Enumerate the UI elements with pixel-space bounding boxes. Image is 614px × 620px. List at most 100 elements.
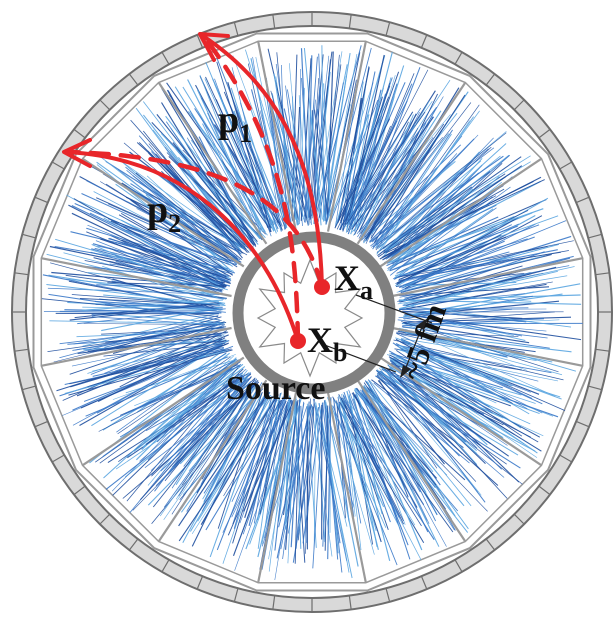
particle-track (182, 392, 263, 544)
particle-track (156, 359, 238, 443)
particle-track (291, 54, 298, 219)
particle-track (386, 368, 486, 464)
particle-track (389, 354, 541, 438)
particle-track (292, 96, 296, 220)
ring-cell-divider (272, 14, 276, 29)
particle-track (300, 405, 307, 543)
scale-arrow-line (404, 326, 423, 371)
scale-line-top (355, 294, 433, 324)
ring-cell-divider (485, 538, 496, 551)
particle-track (366, 386, 488, 512)
particle-track (209, 117, 280, 228)
label-xb: Xb (307, 320, 347, 367)
particle-track (69, 302, 221, 321)
particle-track (270, 110, 292, 223)
ring-cell-divider (128, 538, 139, 551)
particle-track (353, 126, 423, 236)
particle-track (325, 401, 359, 567)
particle-track (233, 395, 273, 529)
ring-cell-divider (22, 385, 36, 391)
ring-cell-divider (595, 348, 610, 352)
particle-track (163, 387, 256, 520)
particle-track (369, 162, 451, 243)
ring-cell-divider (14, 272, 29, 276)
particle-track (117, 356, 231, 435)
ring-cell-divider (233, 22, 239, 36)
particle-track (401, 339, 540, 395)
particle-track (394, 207, 497, 280)
particle-track (371, 134, 479, 248)
particle-track (70, 339, 227, 388)
particle-track (403, 319, 560, 328)
particle-track (126, 186, 238, 259)
particle-track (94, 300, 224, 310)
particle-track (378, 160, 482, 249)
particle-track (49, 320, 224, 325)
particle-track (161, 170, 244, 254)
particle-track (369, 380, 472, 507)
ring-cell-divider (513, 99, 525, 111)
particle-track (345, 124, 415, 224)
particle-track (132, 175, 236, 257)
ring-cell-divider (51, 454, 65, 463)
particle-track (151, 373, 240, 476)
particle-track (200, 378, 258, 486)
ring-cell-divider (385, 22, 391, 36)
ring-cell-divider (161, 51, 170, 65)
particle-track (397, 215, 559, 274)
particle-track (339, 398, 379, 550)
particle-track (338, 394, 404, 522)
particle-track (398, 346, 509, 384)
particle-track (68, 349, 233, 396)
particle-track (172, 142, 255, 246)
particle-track (48, 293, 220, 321)
particle-tracks (41, 45, 583, 581)
particle-track (337, 67, 370, 223)
panel-spoke (356, 81, 467, 245)
ring-cell-divider (73, 485, 86, 496)
particle-track (109, 260, 225, 288)
particle-track (356, 393, 406, 525)
particle-track (364, 123, 445, 238)
ring-cell-divider (161, 559, 170, 573)
panel-spoke (257, 392, 298, 583)
particle-track (114, 332, 223, 372)
particle-track (223, 400, 281, 497)
particle-track (116, 157, 239, 262)
particle-track (361, 387, 455, 531)
particle-track (86, 231, 221, 287)
particle-track (373, 130, 442, 243)
particle-track (59, 310, 217, 312)
label-p1: p1 (218, 99, 252, 148)
particle-track (323, 83, 331, 220)
arrow-head-p2 (62, 138, 92, 168)
particle-track (329, 114, 369, 220)
particle-track (324, 405, 329, 551)
particle-track (87, 343, 227, 388)
particle-track (403, 266, 575, 305)
particle-track (366, 381, 456, 517)
particle-track (360, 386, 448, 476)
particle-track (243, 121, 285, 221)
particle-track (79, 298, 218, 306)
particle-track (85, 356, 228, 417)
particle-track (132, 382, 258, 511)
particle-track (156, 170, 241, 251)
particle-track (107, 238, 227, 270)
particle-track (325, 52, 361, 225)
path-p1-solid (201, 34, 324, 289)
particle-track (216, 58, 283, 227)
particle-track (168, 381, 252, 460)
particle-track (395, 344, 552, 374)
particle-track (82, 306, 223, 311)
particle-track (400, 253, 552, 293)
panel-spoke (379, 356, 543, 467)
particle-track (386, 154, 511, 263)
ring-cell-divider (73, 128, 86, 139)
particle-track (403, 293, 563, 317)
particle-track (347, 83, 398, 235)
particle-track (105, 326, 227, 343)
particle-track (69, 348, 232, 385)
particle-track (380, 370, 505, 478)
